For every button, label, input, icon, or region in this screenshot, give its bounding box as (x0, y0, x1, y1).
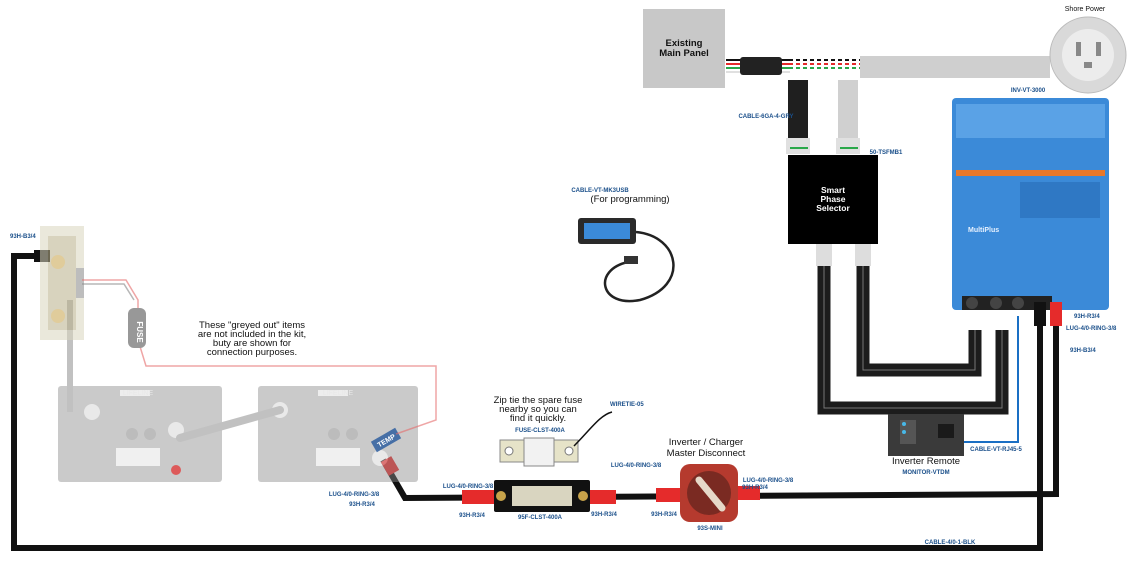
positive-terminal-marker (171, 465, 181, 475)
wiretie-label: WIRETIE-05 (610, 402, 644, 408)
battery-brand-label-2: LIFELINE (323, 390, 354, 397)
inverter-remote-panel (888, 414, 964, 456)
inverter-charger (952, 98, 1109, 310)
rj45-cable-label: CABLE-VT-RJ45-5 (970, 447, 1022, 453)
main-panel-line1: Existing (666, 38, 703, 49)
rj45-cable (964, 316, 1019, 443)
disconnect-title-line1: Inverter / Charger (669, 437, 743, 448)
for-programming-note: (For programming) (590, 194, 669, 205)
heatshrink-label-disc-left: 93H-R3/4 (651, 512, 677, 518)
usb-cable-label: CABLE-VT-MK3USB (571, 188, 629, 194)
heatshrink-label-fuse-right: 93H-R3/4 (591, 512, 617, 518)
heatshrink-label-inverter: 93H-R3/4 (1074, 314, 1100, 320)
lug-label-disc-right: LUG-4/0-RING-3/8 (743, 478, 794, 484)
selector-output-cables (816, 244, 1009, 415)
zip-note-line3: find it quickly. (510, 413, 566, 424)
temp-sensor (370, 427, 402, 453)
greyed-note-line1: These "greyed out" items (199, 320, 305, 331)
greyed-note-line3: buty are shown for (213, 338, 291, 349)
battery-bank-greyed (58, 300, 418, 482)
inverter-part-label: INV-VT-3000 (1011, 88, 1046, 94)
selector-line3: Selector (816, 203, 850, 213)
lug-label-mid: LUG-4/0-RING-3/8 (611, 463, 662, 469)
lug-label-inverter: LUG-4/0-RING-3/8 (1066, 326, 1117, 332)
inverter-negative-lug (1034, 302, 1046, 326)
mk3-usb-interface (578, 218, 675, 303)
master-disconnect-switch (656, 464, 760, 522)
remote-title: Inverter Remote (892, 456, 960, 467)
lug-label-shunt: 93H-B3/4 (10, 234, 36, 240)
existing-main-panel (643, 9, 725, 88)
zip-note-line2: nearby so you can (499, 404, 577, 415)
main-cable-label: CABLE-4/0-1-BLK (925, 540, 976, 546)
disconnect-part-label: 93S-MINI (697, 526, 723, 532)
greyed-note-line4: connection purposes. (207, 347, 297, 358)
disconnect-title-line2: Master Disconnect (667, 448, 746, 459)
shore-power-inlet (1049, 16, 1127, 94)
inverter-model-text: MultiPlus (968, 227, 999, 234)
greyed-note-line2: are not included in the kit, (198, 329, 306, 340)
inline-fuse-label: FUSE (135, 321, 144, 343)
selector-line2: Phase (820, 194, 845, 204)
heatshrink-label-battery: 93H-R3/4 (349, 502, 375, 508)
cable-6ga-label: CABLE-6GA-4-GRY (738, 114, 793, 120)
main-panel-line2: Main Panel (659, 48, 709, 59)
smart-phase-selector (788, 155, 878, 244)
ac-wiring (726, 56, 1050, 154)
class-t-fuse-block (462, 480, 616, 512)
temp-sensor-lead (82, 279, 437, 435)
heatshrink-label-inverter-neg: 93H-B3/4 (1070, 348, 1096, 354)
zip-tie (573, 411, 613, 447)
lug-label-fuse-left: LUG-4/0-RING-3/8 (443, 484, 494, 490)
zip-note-line1: Zip tie the spare fuse (494, 395, 583, 406)
remote-part-label: MONITOR-VTDM (902, 470, 949, 476)
inverter-positive-lug (1050, 302, 1062, 326)
lug-label-battery: LUG-4/0-RING-3/8 (329, 492, 380, 498)
fuse-block-label: 95F-CLST-400A (518, 515, 563, 521)
heatshrink-label-fuse-left: 93H-R3/4 (459, 513, 485, 519)
battery-brand-label-1: LIFELINE (123, 390, 154, 397)
selector-line1: Smart (821, 185, 845, 195)
spare-fuse-label: FUSE-CLST-400A (515, 428, 565, 434)
heatshrink-label-disc-right: 93H-R3/4 (742, 485, 768, 491)
spare-fuse (499, 437, 579, 467)
battery-shunt-greyed (40, 226, 84, 340)
tsfmb-label: 50-TSFMB1 (870, 150, 903, 156)
shore-power-label: Shore Power (1065, 6, 1106, 13)
